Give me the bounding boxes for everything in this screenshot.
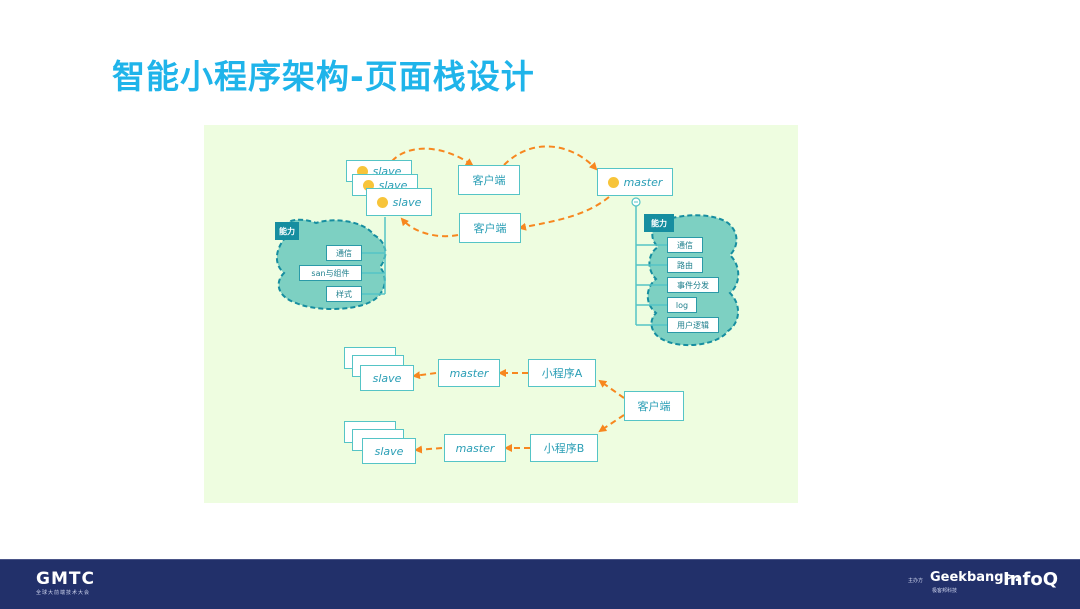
right-capability-item[interactable]: 事件分发: [667, 277, 719, 293]
slide-title: 智能小程序架构-页面栈设计: [112, 57, 535, 96]
master-node-b[interactable]: master: [444, 434, 506, 462]
geekbang-subtitle: 极客邦科技: [932, 588, 958, 594]
left-capability-item[interactable]: 样式: [326, 286, 362, 302]
gmtc-logo: GMTC: [36, 569, 95, 589]
mini-program-a-node[interactable]: 小程序A: [528, 359, 596, 387]
smiley-icon: [362, 179, 374, 191]
gmtc-subtitle: 全球大前端技术大会: [36, 590, 91, 596]
infoq-logo: InfoQ: [1003, 569, 1059, 590]
master-node[interactable]: master: [597, 168, 673, 196]
master-node-a[interactable]: master: [438, 359, 500, 387]
left-tree-lines: [362, 217, 386, 295]
left-capability-tag: 能力: [275, 222, 299, 240]
right-capability-item[interactable]: log: [667, 297, 697, 313]
slave-node-b[interactable]: slave: [362, 438, 416, 464]
client-node-bottom-section[interactable]: 客户端: [624, 391, 684, 421]
bottom-arrows: [412, 369, 625, 454]
mini-program-b-node[interactable]: 小程序B: [530, 434, 598, 462]
host-label: 主办方: [908, 578, 924, 584]
footer-bar: GMTC 全球大前端技术大会 主办方 Geekbang>. 极客邦科技 Info…: [0, 559, 1080, 609]
slave-node-front[interactable]: slave: [366, 188, 432, 216]
smiley-icon: [356, 165, 368, 177]
left-capability-item[interactable]: 通信: [326, 245, 362, 261]
right-capability-item[interactable]: 通信: [667, 237, 703, 253]
left-capability-item[interactable]: san与组件: [299, 265, 362, 281]
page-stack-diagram: slave slave slave 客户端 客户端 master 能力 通信 s…: [204, 125, 798, 503]
right-capability-item[interactable]: 用户逻辑: [667, 317, 719, 333]
smiley-icon: [376, 196, 388, 208]
right-tree-lines: [635, 205, 667, 326]
geekbang-logo: Geekbang>.: [930, 570, 1020, 585]
right-capability-tag: 能力: [644, 214, 674, 232]
client-node-top[interactable]: 客户端: [458, 165, 520, 195]
right-capability-item[interactable]: 路由: [667, 257, 703, 273]
top-arrows: [391, 145, 610, 238]
smiley-icon: [607, 176, 619, 188]
client-node-bottom[interactable]: 客户端: [459, 213, 521, 243]
slave-node-a[interactable]: slave: [360, 365, 414, 391]
